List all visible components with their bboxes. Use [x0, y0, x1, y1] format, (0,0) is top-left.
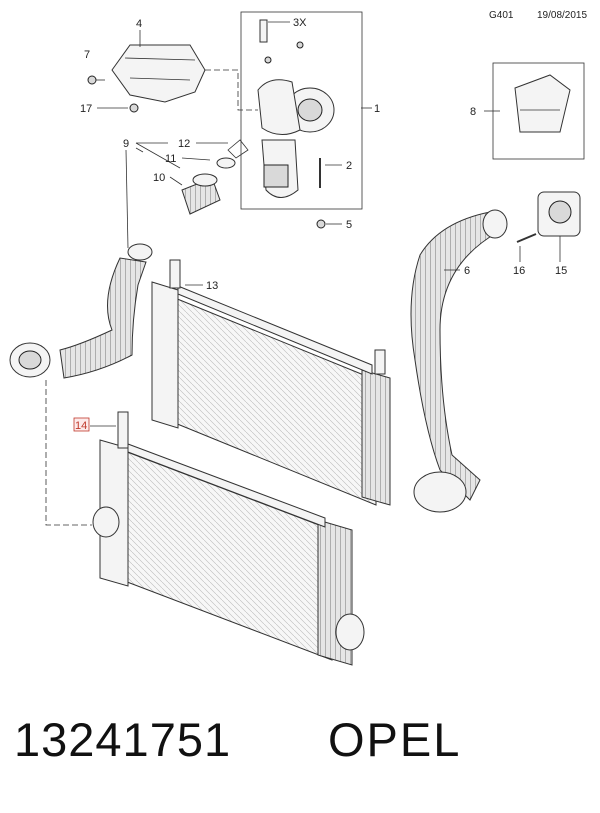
charge-air-pipe-right[interactable] — [410, 209, 508, 513]
flow-path-left — [45, 380, 92, 526]
heat-shield[interactable] — [111, 44, 206, 103]
part-number: 13241751 — [14, 713, 232, 766]
leader-9 — [135, 142, 181, 169]
callout-2: 2 — [346, 160, 352, 172]
callout-7: 7 — [84, 49, 90, 61]
callout-9: 9 — [123, 138, 129, 150]
seal-ring-11[interactable] — [216, 157, 236, 169]
nut-17[interactable] — [129, 103, 139, 113]
callout-15: 15 — [555, 265, 567, 277]
bolt-7[interactable] — [87, 75, 97, 85]
callout-13: 13 — [206, 280, 218, 292]
callout-14: 14 — [75, 420, 87, 432]
intercooler-13[interactable] — [151, 259, 391, 506]
brand-name: OPEL — [328, 713, 462, 766]
callout-17: 17 — [80, 103, 92, 115]
turbo-assembly-frame — [240, 11, 363, 210]
flow-path-top — [205, 69, 258, 111]
callout-5: 5 — [346, 219, 352, 231]
leader-10 — [169, 176, 183, 186]
intercooler-14[interactable] — [92, 411, 365, 666]
throttle-body-15[interactable] — [537, 191, 581, 237]
callout-16: 16 — [513, 265, 525, 277]
callout-11: 11 — [165, 153, 176, 165]
charge-air-pipe-left[interactable] — [9, 243, 153, 379]
callout-3x: 3X — [293, 17, 307, 29]
turbocharger[interactable] — [257, 19, 335, 198]
nut-5[interactable] — [316, 219, 326, 229]
leader-11 — [181, 157, 211, 161]
intake-hose-10[interactable] — [181, 173, 221, 215]
clip-12[interactable] — [227, 139, 249, 159]
diagram-code: G401 — [489, 10, 514, 21]
callout-1: 1 — [374, 103, 380, 115]
callout-10: 10 — [153, 172, 165, 184]
callout-8: 8 — [470, 106, 476, 118]
leader-pipe-9 — [125, 149, 129, 249]
callout-12: 12 — [178, 138, 190, 150]
callout-4: 4 — [136, 18, 142, 30]
bolt-16[interactable] — [516, 233, 537, 243]
callout-14-highlight — [73, 417, 90, 432]
callout-6: 6 — [464, 265, 470, 277]
diagram-date: 19/08/2015 — [537, 10, 588, 21]
hose-clamp-8[interactable] — [514, 74, 571, 133]
